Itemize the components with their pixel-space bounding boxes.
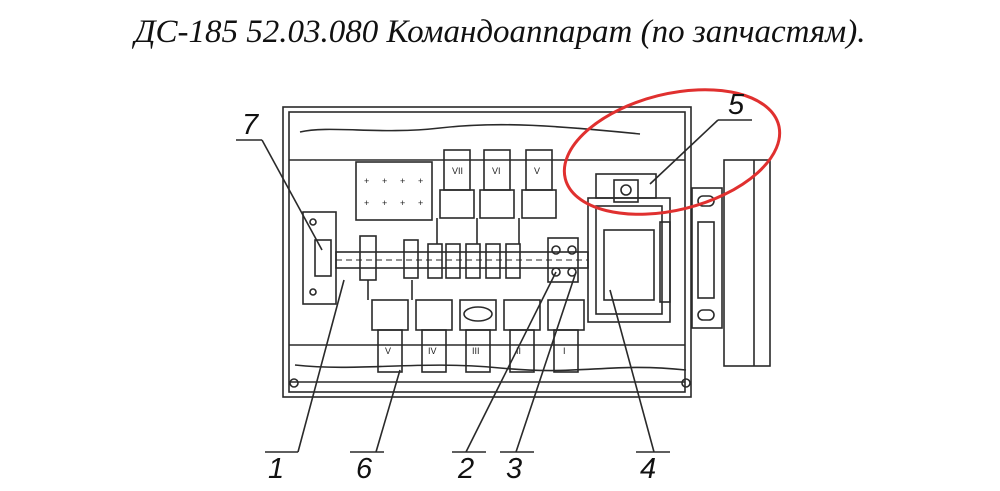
drive-unit-4 — [587, 197, 671, 323]
bottom-switch-5-label: I — [563, 346, 566, 356]
end-plate — [723, 159, 771, 367]
coupling — [547, 237, 579, 283]
bottom-switch-2-label: IV — [428, 346, 437, 356]
svg-text:+: + — [400, 176, 405, 186]
top-contact-block-main — [355, 161, 433, 221]
bottom-switch-3-label: III — [472, 346, 480, 356]
callout-5: 5 — [728, 89, 745, 121]
callout-7: 7 — [242, 109, 260, 141]
cam-4 — [445, 243, 461, 279]
right-flange — [691, 187, 723, 329]
svg-text:+: + — [364, 176, 369, 186]
bottom-switch-1 — [371, 299, 409, 331]
callout-2: 2 — [457, 453, 474, 485]
cam-6 — [485, 243, 501, 279]
contact-plus-marks: + + + + + + + + — [364, 176, 423, 208]
bottom-switch-1-label: V — [385, 346, 391, 356]
svg-text:+: + — [418, 198, 423, 208]
page-title: ДС-185 52.03.080 Командоаппарат (по запч… — [134, 14, 866, 50]
cam-1 — [359, 235, 377, 281]
svg-text:+: + — [400, 198, 405, 208]
cam-5 — [465, 243, 481, 279]
svg-text:+: + — [382, 176, 387, 186]
bottom-switch-3 — [459, 299, 497, 331]
housing-break-line-bottom — [294, 364, 687, 372]
top-switch-2-label: VI — [492, 166, 501, 176]
cam-3 — [427, 243, 443, 279]
svg-text:+: + — [418, 176, 423, 186]
bottom-switch-4-label: II — [516, 346, 521, 356]
cam-7 — [505, 243, 521, 279]
callout-3: 3 — [506, 453, 522, 485]
housing-break-line-top — [299, 123, 641, 135]
callout-4: 4 — [640, 453, 656, 485]
top-switch-1-label: VII — [452, 166, 463, 176]
top-switch-3-label: V — [534, 166, 540, 176]
svg-text:+: + — [364, 198, 369, 208]
svg-text:+: + — [382, 198, 387, 208]
knob-5 — [595, 173, 657, 199]
callout-1: 1 — [268, 453, 284, 485]
callout-6: 6 — [356, 453, 373, 485]
highlight-ellipse — [562, 88, 782, 216]
housing-inner — [288, 111, 686, 393]
bottom-switch-2 — [415, 299, 453, 331]
cam-2 — [403, 239, 419, 279]
housing-outer — [282, 106, 692, 398]
